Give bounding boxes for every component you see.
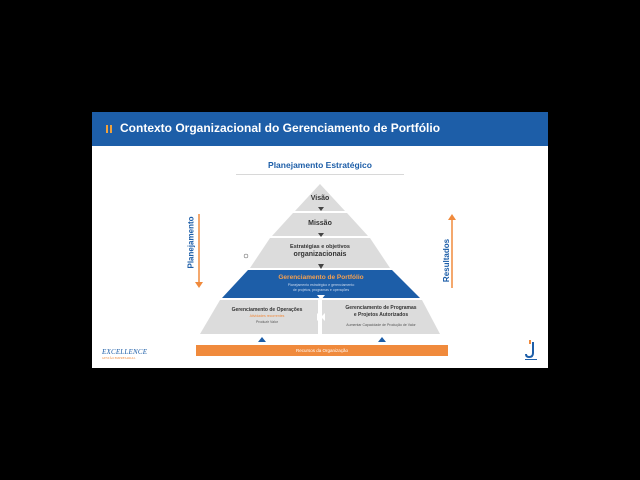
label-programas-title-1: Gerenciamento de Programas	[345, 305, 417, 311]
label-portfolio-sub2: de projetos, programas e operações	[292, 288, 350, 292]
right-side-label: Resultados	[442, 238, 452, 283]
excellence-logo-text: EXCELLENCE	[102, 348, 148, 356]
up-arrow-icon	[258, 337, 266, 342]
down-arrow-icon	[195, 282, 203, 288]
up-arrow-icon	[378, 337, 386, 342]
label-programas-title-2: e Projetos Autorizados	[353, 312, 409, 318]
down-arrow-icon	[317, 295, 325, 300]
up-arrow-icon	[448, 214, 456, 220]
label-portfolio-sub1: Planejamento estratégico e gerenciamento	[287, 283, 355, 287]
label-portfolio-title: Gerenciamento de Portfólio	[278, 274, 364, 281]
label-programas-note: Aumentar Capacidade de Produção de Valor	[346, 323, 416, 327]
top-label: Planejamento Estratégico	[268, 160, 372, 170]
copyright-icon	[243, 253, 249, 259]
brand-logo-icon	[525, 340, 537, 360]
level-missao	[272, 213, 368, 236]
label-estrategias-2: organizacionais	[293, 251, 347, 258]
top-rule-divider	[236, 174, 404, 175]
presentation-slide: Contexto Organizacional do Gerenciamento…	[92, 112, 548, 368]
slide-title: Contexto Organizacional do Gerenciamento…	[120, 121, 441, 135]
bottom-resources-bar: Recursos da Organização	[196, 345, 448, 356]
label-operacoes-title: Gerenciamento de Operações	[231, 307, 303, 313]
excellence-logo: EXCELLENCE GESTÃO EMPRESARIAL	[102, 348, 147, 360]
down-arrow-icon	[318, 264, 324, 269]
label-visao: Visão	[310, 195, 330, 202]
label-missao: Missão	[308, 220, 332, 227]
level-visao	[295, 184, 345, 211]
title-accent-mark	[106, 125, 108, 133]
exchange-arrows-icon	[317, 313, 321, 321]
left-side-label: Planejamento	[186, 216, 196, 269]
down-arrow-icon	[318, 233, 324, 237]
level-operacoes	[200, 300, 318, 334]
label-estrategias-1: Estratégias e objetivos	[290, 244, 350, 250]
level-programas	[322, 300, 440, 334]
level-estrategias	[250, 238, 390, 268]
excellence-logo-sub: GESTÃO EMPRESARIAL	[102, 356, 136, 360]
label-operacoes-note: Produzir Valor	[256, 320, 278, 324]
pyramid-diagram	[195, 184, 456, 342]
exchange-arrows-icon	[321, 313, 325, 321]
down-arrow-icon	[318, 207, 324, 211]
label-operacoes-sub: Atividades recorrentes	[249, 314, 285, 318]
slide-title-bar: Contexto Organizacional do Gerenciamento…	[92, 112, 548, 146]
level-portfolio	[222, 270, 420, 298]
